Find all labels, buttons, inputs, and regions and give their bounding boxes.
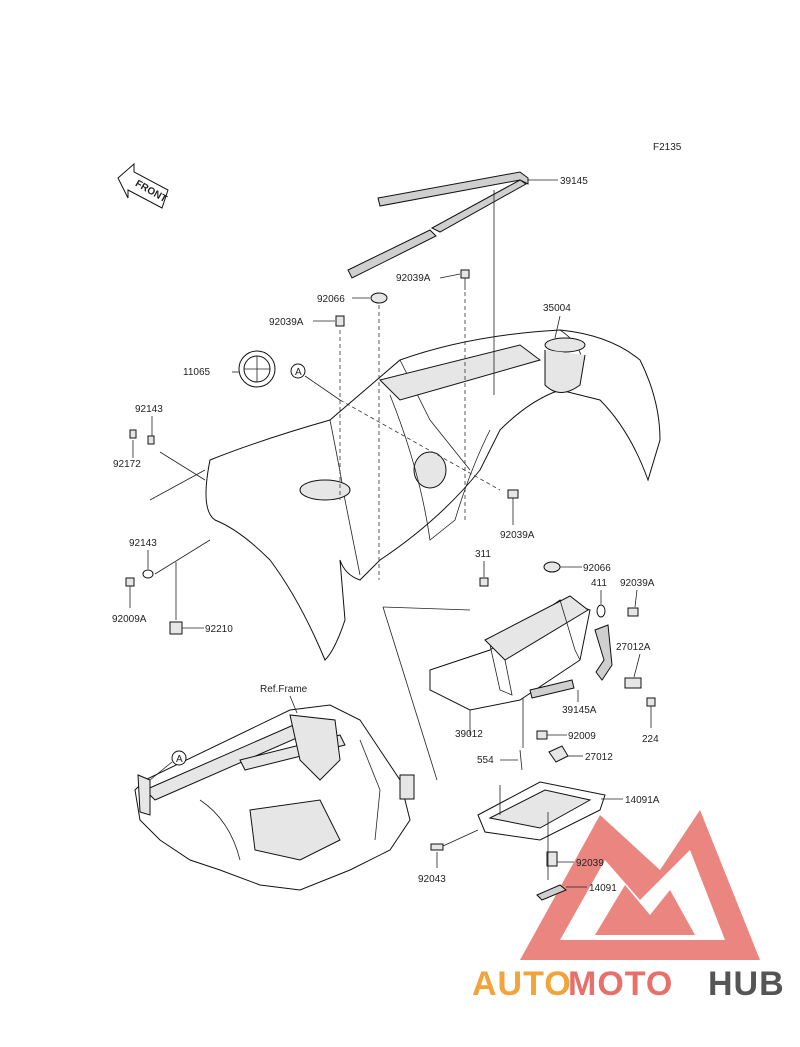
callout-a-top	[290, 363, 306, 379]
nut-92210	[169, 621, 183, 635]
bolt-224	[646, 697, 656, 707]
callout-a-bottom-label: A	[176, 754, 183, 765]
pin-92043	[430, 843, 444, 851]
watermark-moto: MOTO	[568, 965, 673, 1003]
label-92039a-mid: 92039A	[500, 530, 535, 541]
diagram-code: F2135	[653, 142, 682, 153]
label-35004: 35004	[543, 303, 571, 314]
clip-92039a-top	[460, 269, 470, 290]
screw-92009	[536, 730, 548, 740]
label-92143-mid: 92143	[129, 538, 157, 549]
label-92172: 92172	[113, 459, 141, 470]
rubber-strip-39145a	[529, 624, 613, 699]
clip-92039a-right	[627, 607, 639, 617]
label-92039a-left: 92039A	[269, 317, 304, 328]
label-92143-top: 92143	[135, 404, 163, 415]
lid-14091a	[477, 781, 606, 841]
grommet-92066-right	[543, 561, 561, 573]
front-arrow-icon: FRONT	[117, 162, 169, 209]
label-39012: 39012	[455, 729, 483, 740]
label-92066-right: 92066	[583, 563, 611, 574]
clip-92039a-mid	[507, 489, 519, 499]
latch-14091	[536, 884, 567, 901]
label-554: 554	[477, 755, 494, 766]
bolt-92172	[129, 429, 155, 445]
nut-311	[479, 577, 489, 587]
label-92009: 92009	[568, 731, 596, 742]
label-27012: 27012	[585, 752, 613, 763]
label-92009a: 92009A	[112, 614, 147, 625]
watermark-auto: AUTO	[472, 965, 572, 1003]
label-311: 311	[475, 549, 491, 560]
pin-554	[519, 749, 523, 771]
rear-fender-35004	[205, 329, 661, 661]
storage-case-39012	[429, 595, 591, 711]
label-92039: 92039	[576, 858, 604, 869]
cap-11065	[238, 350, 276, 388]
leader-35004	[554, 315, 561, 339]
label-11065: 11065	[183, 367, 211, 378]
label-224: 224	[642, 734, 659, 745]
rubber-strip-39145	[347, 171, 529, 279]
callout-a-bottom	[171, 750, 187, 766]
bolt-92009a	[125, 577, 135, 587]
clip-92039	[546, 851, 558, 867]
callout-a-top-label: A	[295, 367, 302, 378]
watermark-text: AUTO MOTO HUB	[472, 965, 785, 1003]
label-27012a: 27012A	[616, 642, 651, 653]
watermark-hub: HUB	[708, 965, 785, 1003]
label-92210: 92210	[205, 624, 233, 635]
label-411: 411	[591, 578, 607, 589]
clip-92039a-left	[335, 315, 345, 327]
label-39145a: 39145A	[562, 705, 597, 716]
label-14091a: 14091A	[625, 795, 660, 806]
label-92043: 92043	[418, 874, 446, 885]
washer-411	[596, 604, 606, 618]
bracket-27012	[548, 745, 569, 763]
label-14091: 14091	[589, 883, 617, 894]
grommet-92066-top	[370, 292, 388, 304]
label-39145: 39145	[560, 176, 588, 187]
label-92066-top: 92066	[317, 294, 345, 305]
ref-frame-label: Ref.Frame	[260, 684, 308, 695]
watermark-logo	[520, 810, 760, 960]
frame-reference	[134, 704, 415, 891]
label-92039a-right: 92039A	[620, 578, 655, 589]
watermark-triangle-core	[595, 885, 695, 935]
bracket-27012a	[624, 677, 642, 689]
washer-92143-mid	[142, 569, 154, 579]
label-92039a-top: 92039A	[396, 273, 431, 284]
